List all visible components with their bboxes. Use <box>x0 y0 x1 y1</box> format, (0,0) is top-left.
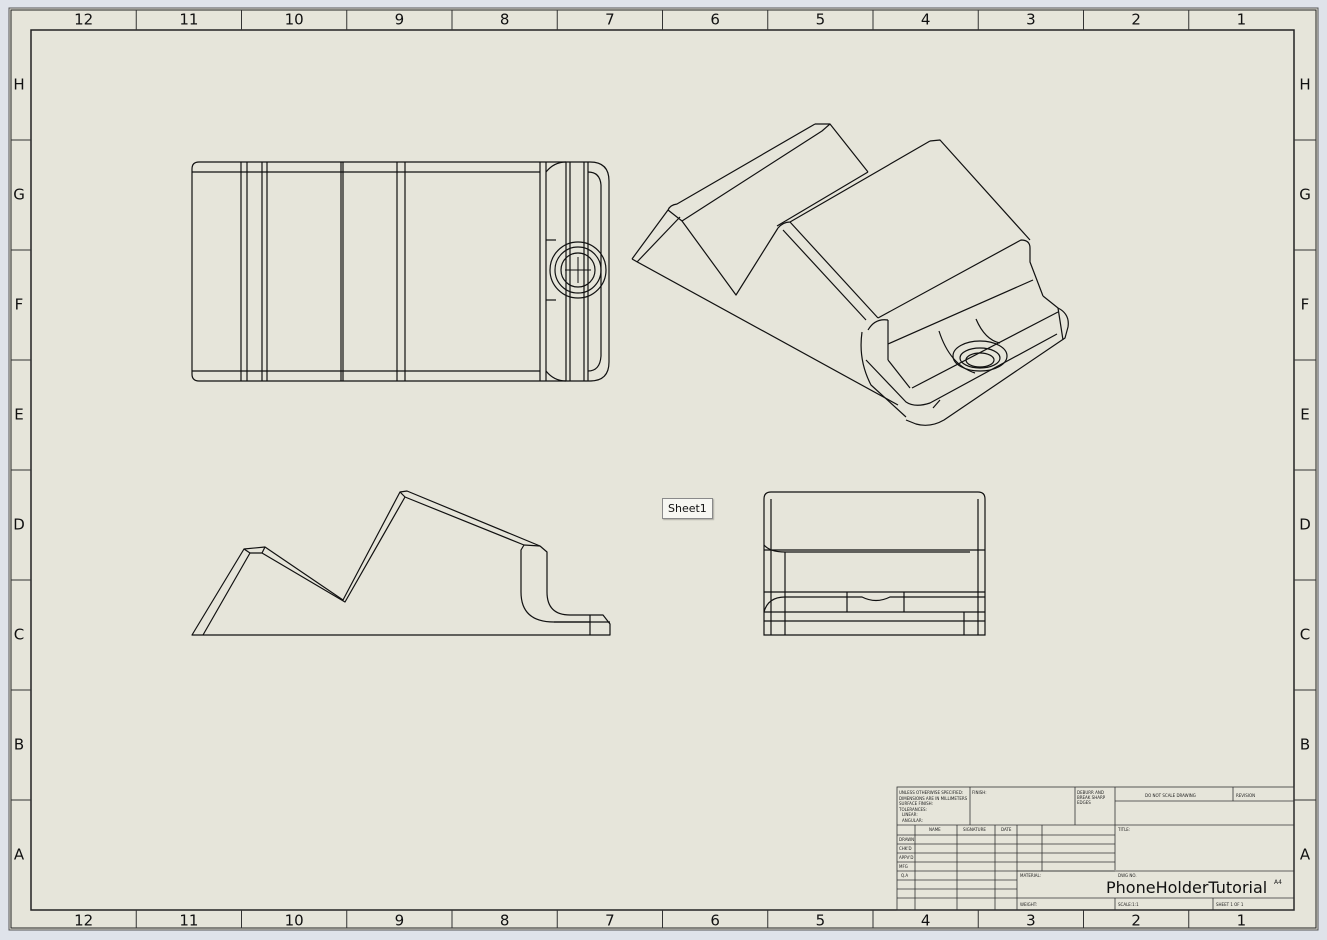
zone-col-label: 11 <box>179 11 198 29</box>
zone-col-label: 9 <box>395 912 405 930</box>
sheet-paper <box>8 7 1319 931</box>
notes-line: LINEAR: <box>902 812 918 817</box>
deburr-line: BREAK SHARP <box>1077 795 1106 800</box>
zone-col-label: 10 <box>285 11 304 29</box>
finish-label: FINISH: <box>972 790 987 795</box>
zone-row-label: C <box>1300 626 1310 644</box>
zone-col-label: 11 <box>179 912 198 930</box>
notes-line: SURFACE FINISH: <box>899 801 933 806</box>
zone-row-label: F <box>1301 296 1310 314</box>
zone-col-label: 5 <box>816 11 826 29</box>
zone-row-label: F <box>15 296 24 314</box>
drawing-name: PhoneHolderTutorial <box>1106 878 1267 897</box>
zone-row-label: D <box>1299 516 1311 534</box>
zone-col-label: 6 <box>710 912 720 930</box>
title-block[interactable] <box>896 786 1295 911</box>
zone-col-label: 12 <box>74 912 93 930</box>
notes-line: ANGULAR: <box>902 818 923 823</box>
notes-line: DIMENSIONS ARE IN MILLIMETERS <box>899 796 968 801</box>
sheet-size: A4 <box>1274 879 1282 886</box>
role-approved: APPV'D <box>899 855 913 860</box>
zone-row-label: G <box>13 186 25 204</box>
col-header-date: DATE <box>1001 827 1012 832</box>
revision-label: REVISION <box>1236 793 1255 798</box>
zone-col-label: 1 <box>1237 912 1247 930</box>
zone-col-label: 8 <box>500 11 510 29</box>
zone-col-label: 9 <box>395 11 405 29</box>
zone-row-label: E <box>1300 406 1309 424</box>
role-qa: Q.A <box>901 873 908 878</box>
isometric-view[interactable] <box>631 123 1069 426</box>
zone-col-label: 2 <box>1131 11 1141 29</box>
material-label: MATERIAL: <box>1020 873 1041 878</box>
title-block-text: UNLESS OTHERWISE SPECIFIED: DIMENSIONS A… <box>898 790 1282 907</box>
zone-row-label: H <box>1299 76 1310 94</box>
zone-col-label: 4 <box>921 11 931 29</box>
zone-col-label: 3 <box>1026 11 1036 29</box>
deburr-line: EDGES <box>1077 800 1091 805</box>
zone-col-label: 4 <box>921 912 931 930</box>
top-view[interactable] <box>191 161 610 382</box>
scale-label: SCALE:1:1 <box>1118 902 1139 907</box>
zone-row-label: B <box>1300 736 1310 754</box>
zone-row-label: A <box>14 846 25 864</box>
sheet-number: SHEET 1 OF 1 <box>1216 902 1244 907</box>
zone-col-label: 7 <box>605 11 615 29</box>
title-label: TITLE: <box>1117 827 1130 832</box>
zone-row-label: E <box>14 406 23 424</box>
role-mfg: MFG <box>899 864 908 869</box>
role-drawn: DRAWN <box>899 837 914 842</box>
zone-col-label: 8 <box>500 912 510 930</box>
notes-line: UNLESS OTHERWISE SPECIFIED: <box>899 790 963 795</box>
zone-col-label: 2 <box>1131 912 1141 930</box>
zone-row-label: A <box>1300 846 1311 864</box>
zone-col-label: 5 <box>816 912 826 930</box>
zone-col-label: 6 <box>710 11 720 29</box>
dwg-no-label: DWG NO. <box>1118 873 1137 878</box>
sheet-tab[interactable]: Sheet1 <box>662 498 713 519</box>
role-checked: CHK'D <box>899 846 912 851</box>
no-scale-note: DO NOT SCALE DRAWING <box>1145 793 1196 798</box>
zone-row-label: C <box>14 626 24 644</box>
col-header-signature: SIGNATURE <box>963 827 986 832</box>
front-view[interactable] <box>191 490 611 636</box>
outer-frame <box>10 9 1317 929</box>
zone-col-label: 7 <box>605 912 615 930</box>
col-header-name: NAME <box>929 827 941 832</box>
zone-col-label: 10 <box>285 912 304 930</box>
zone-row-label: D <box>13 516 25 534</box>
zone-row-label: H <box>13 76 24 94</box>
zone-row-label: B <box>14 736 24 754</box>
notes-line: TOLERANCES: <box>898 807 927 812</box>
zone-row-label: G <box>1299 186 1311 204</box>
zone-col-label: 1 <box>1237 11 1247 29</box>
zone-ticks <box>11 10 1316 928</box>
side-view[interactable] <box>763 491 986 636</box>
zone-col-label: 3 <box>1026 912 1036 930</box>
weight-label: WEIGHT: <box>1020 902 1037 907</box>
deburr-line: DEBURR AND <box>1077 790 1104 795</box>
zone-col-label: 12 <box>74 11 93 29</box>
